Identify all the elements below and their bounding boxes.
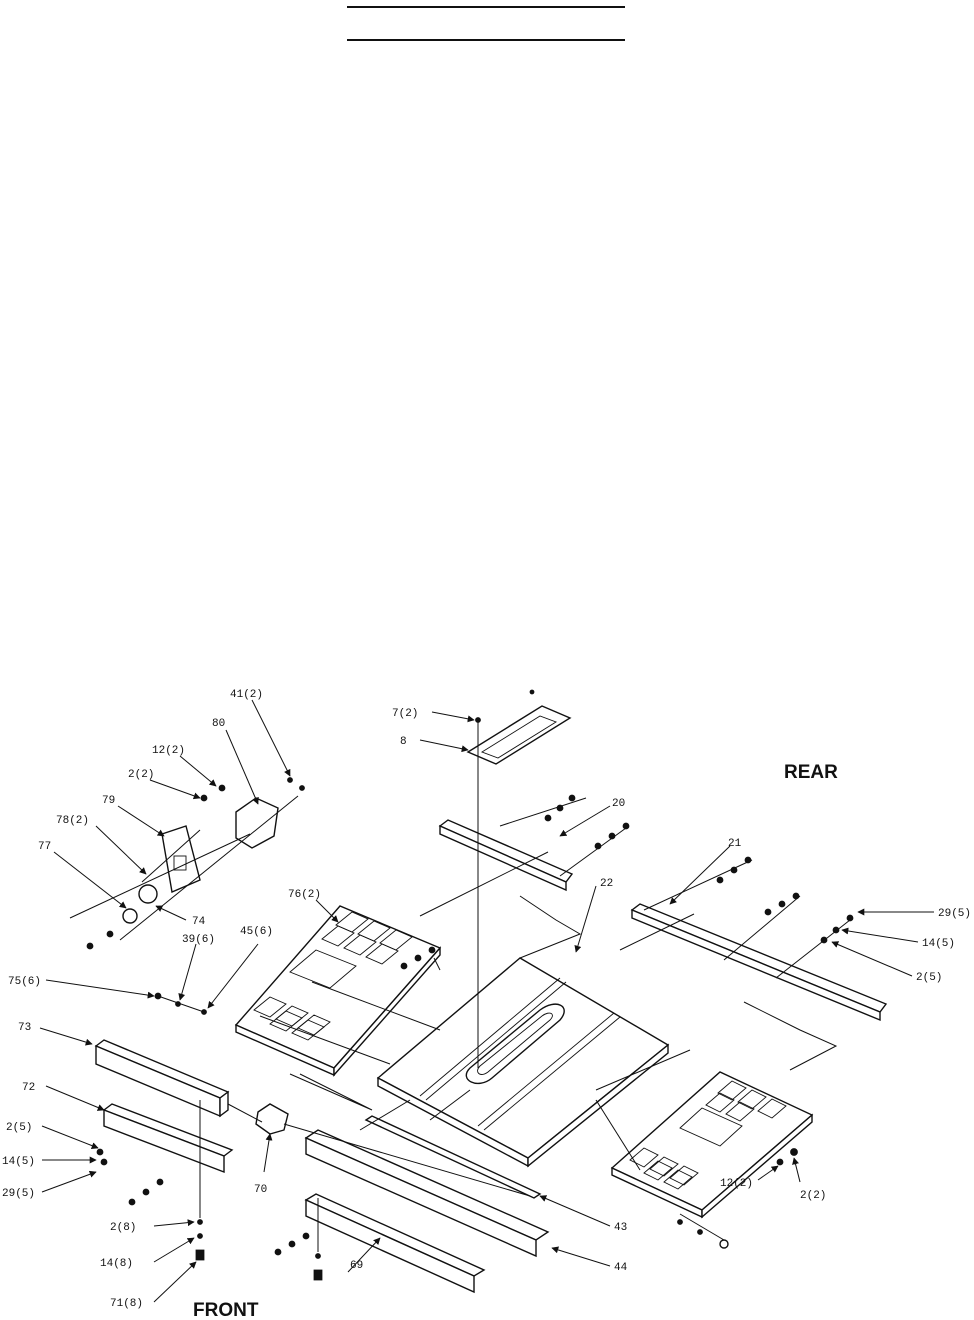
callout-80: 80 bbox=[212, 718, 225, 730]
callout-44: 44 bbox=[614, 1262, 628, 1274]
callout-2-left: 2(5) bbox=[6, 1122, 32, 1134]
orientation-front-label: FRONT bbox=[193, 1300, 259, 1320]
callout-2-right-lower: 2(2) bbox=[800, 1190, 826, 1202]
callout-74: 74 bbox=[192, 916, 206, 928]
callout-14-right: 14(5) bbox=[922, 938, 955, 950]
callout-2-bottom: 2(8) bbox=[110, 1222, 136, 1234]
hardware-fasteners bbox=[87, 690, 853, 1280]
callout-79: 79 bbox=[102, 795, 115, 807]
callout-2-upper: 2(2) bbox=[128, 769, 154, 781]
callout-45: 45(6) bbox=[240, 926, 273, 938]
callout-70: 70 bbox=[254, 1184, 267, 1196]
callout-12-right: 12(2) bbox=[720, 1178, 753, 1190]
throat-plate bbox=[468, 706, 570, 764]
callout-72: 72 bbox=[22, 1082, 35, 1094]
callout-22: 22 bbox=[600, 878, 613, 890]
callout-69: 69 bbox=[350, 1260, 363, 1272]
callout-77: 77 bbox=[38, 841, 51, 853]
callout-8: 8 bbox=[400, 736, 407, 748]
callout-20: 20 bbox=[612, 798, 625, 810]
callout-2-right: 2(5) bbox=[916, 972, 942, 984]
callout-43: 43 bbox=[614, 1222, 627, 1234]
callout-39: 39(6) bbox=[182, 934, 215, 946]
callout-75: 75(6) bbox=[8, 976, 41, 988]
callout-78: 78(2) bbox=[56, 815, 89, 827]
callout-12-upper: 12(2) bbox=[152, 745, 185, 757]
callout-76: 76(2) bbox=[288, 889, 321, 901]
orientation-rear-label: REAR bbox=[784, 762, 838, 783]
extension-wing-right bbox=[612, 1072, 812, 1217]
callout-7: 7(2) bbox=[392, 708, 418, 720]
callout-71: 71(8) bbox=[110, 1298, 143, 1310]
callout-41: 41(2) bbox=[230, 689, 263, 701]
callout-29-right: 29(5) bbox=[938, 908, 971, 920]
callout-21: 21 bbox=[728, 838, 742, 850]
table-top bbox=[378, 958, 668, 1166]
callout-14-bottom: 14(8) bbox=[100, 1258, 133, 1270]
callout-14-left: 14(5) bbox=[2, 1156, 35, 1168]
callout-73: 73 bbox=[18, 1022, 31, 1034]
clamp-70 bbox=[256, 1104, 288, 1134]
front-angle-72 bbox=[104, 1104, 232, 1172]
callout-29-left: 29(5) bbox=[2, 1188, 35, 1200]
front-tube-73 bbox=[96, 1040, 228, 1116]
rear-rail-20 bbox=[440, 820, 572, 890]
